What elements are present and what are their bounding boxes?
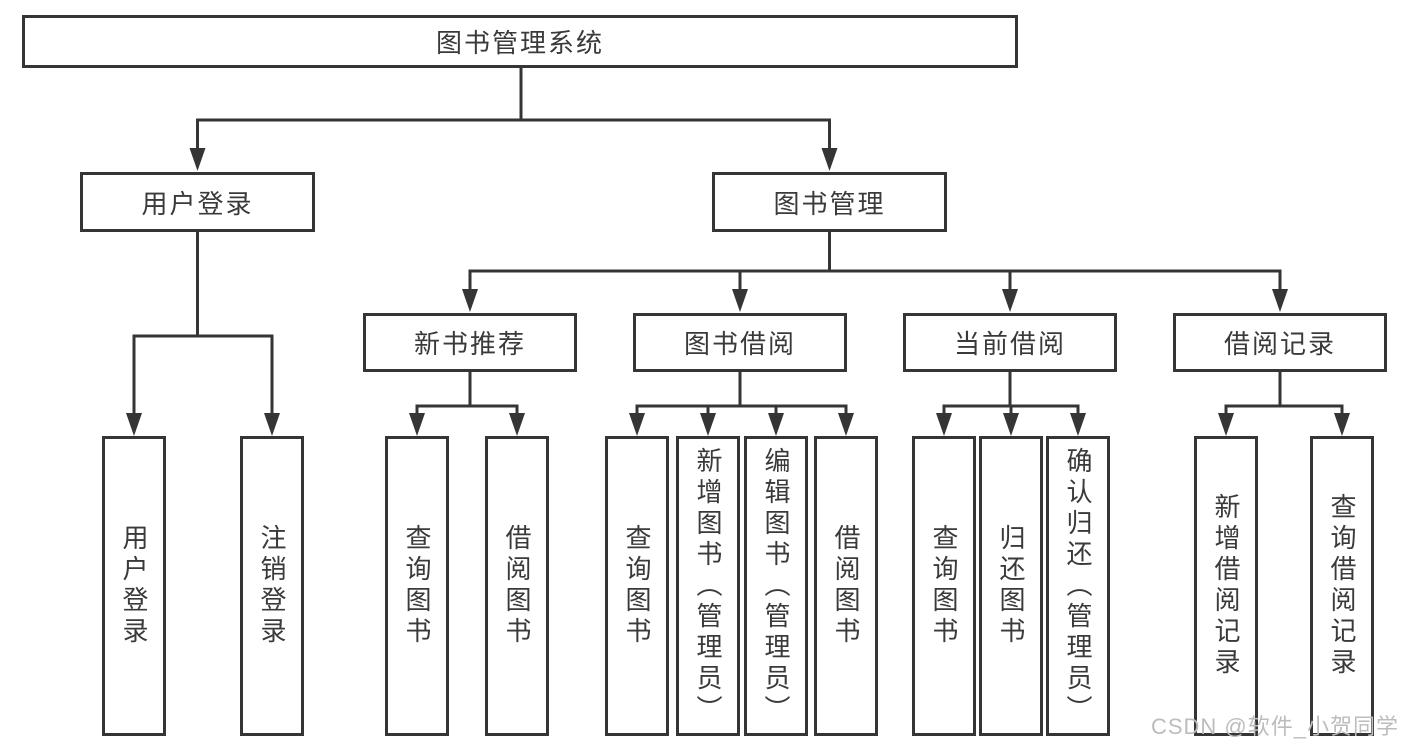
- csdn-watermark: CSDN @软件_小贺同学: [1150, 714, 1399, 739]
- leaf-return-books: 归还图书: [979, 436, 1043, 736]
- node-borrow-records: 借阅记录: [1173, 313, 1387, 372]
- node-label: 查询图书: [402, 524, 432, 648]
- node-label: 图书借阅: [683, 329, 796, 359]
- node-label: 图书管理: [773, 188, 886, 219]
- leaf-borrow-books-2: 借阅图书: [814, 436, 878, 736]
- node-label: 借阅图书: [502, 524, 532, 648]
- node-label: 查询图书: [929, 524, 959, 648]
- node-label: 编辑图书（管理员）: [761, 446, 791, 726]
- leaf-add-borrow-record: 新增借阅记录: [1194, 436, 1258, 736]
- leaf-logout: 注销登录: [240, 436, 304, 736]
- node-label: 查询借阅记录: [1327, 493, 1357, 679]
- node-library-management-system: 图书管理系统: [22, 15, 1018, 68]
- leaf-query-books-3: 查询图书: [912, 436, 976, 736]
- node-label: 借阅图书: [831, 524, 861, 648]
- node-label: 注销登录: [257, 524, 287, 648]
- leaf-add-books-admin: 新增图书（管理员）: [676, 436, 740, 736]
- node-label: 当前借阅: [953, 329, 1066, 359]
- node-label: 查询图书: [622, 524, 652, 648]
- node-current-borrow: 当前借阅: [903, 313, 1117, 372]
- node-label: 确认归还（管理员）: [1063, 446, 1093, 726]
- node-label: 用户登录: [119, 524, 149, 648]
- node-book-management: 图书管理: [712, 172, 947, 232]
- leaf-edit-books-admin: 编辑图书（管理员）: [744, 436, 808, 736]
- node-new-book-recommend: 新书推荐: [363, 313, 577, 372]
- node-label: 新增图书（管理员）: [693, 446, 723, 726]
- leaf-query-books-1: 查询图书: [385, 436, 449, 736]
- leaf-query-borrow-record: 查询借阅记录: [1310, 436, 1374, 736]
- leaf-borrow-books-1: 借阅图书: [485, 436, 549, 736]
- leaf-query-books-2: 查询图书: [605, 436, 669, 736]
- node-label: 图书管理系统: [435, 28, 604, 58]
- node-label: 归还图书: [996, 524, 1026, 648]
- node-label: 用户登录: [141, 188, 254, 219]
- arrowhead-icons: [126, 148, 1350, 436]
- node-label: 新增借阅记录: [1211, 493, 1241, 679]
- node-label: 借阅记录: [1223, 329, 1336, 359]
- leaf-confirm-return-admin: 确认归还（管理员）: [1046, 436, 1110, 736]
- leaf-user-login: 用户登录: [102, 436, 166, 736]
- node-book-borrow: 图书借阅: [633, 313, 847, 372]
- node-user-login: 用户登录: [80, 172, 315, 232]
- node-label: 新书推荐: [413, 329, 526, 359]
